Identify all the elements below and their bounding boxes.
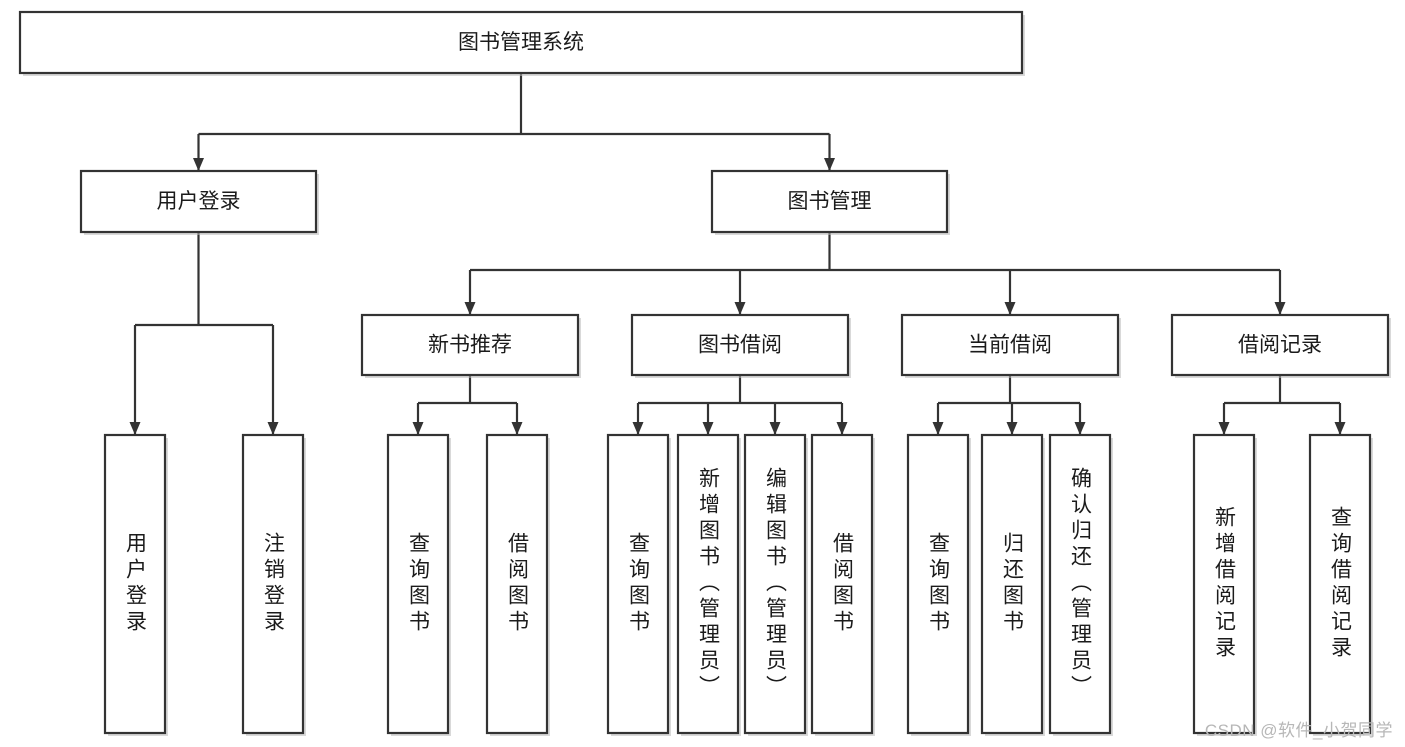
node-box-leaf-re-add[interactable]: [1192, 433, 1256, 735]
node-label-current: 当前借阅: [968, 334, 1052, 357]
connectors-layer: [129, 73, 1346, 435]
connector-arrow: [769, 422, 781, 435]
connector-arrow: [1006, 422, 1018, 435]
connector-arrow: [702, 422, 714, 435]
connector-arrow: [412, 422, 424, 435]
connector-arrow: [511, 422, 523, 435]
connector-arrow: [632, 422, 644, 435]
node-box-leaf-bo-borrow[interactable]: [810, 433, 874, 735]
node-box-borrow[interactable]: [630, 313, 850, 377]
csdn-watermark: CSDN @软件_小贺同学: [1204, 721, 1393, 740]
node-box-login[interactable]: [79, 169, 318, 234]
boxes-layer: [18, 10, 1391, 736]
node-box-root[interactable]: [18, 10, 1024, 75]
node-box-leaf-cu-confirm[interactable]: [1048, 433, 1112, 735]
node-box-leaf-cu-return[interactable]: [980, 433, 1044, 735]
node-box-leaf-bo-edit[interactable]: [743, 433, 807, 735]
node-box-newbook[interactable]: [360, 313, 580, 377]
node-box-records[interactable]: [1170, 313, 1390, 377]
node-box-leaf-re-query[interactable]: [1308, 433, 1372, 735]
node-box-current[interactable]: [900, 313, 1120, 377]
node-label-records: 借阅记录: [1238, 334, 1322, 357]
connector-arrow: [193, 158, 204, 171]
node-label-login: 用户登录: [157, 190, 241, 213]
connector-arrow: [1074, 422, 1086, 435]
connector-arrow: [824, 158, 835, 171]
node-box-leaf-bo-query[interactable]: [606, 433, 670, 735]
node-box-bookmgmt[interactable]: [710, 169, 949, 234]
node-label-bookmgmt: 图书管理: [788, 190, 872, 213]
connector-arrow: [267, 422, 279, 435]
node-box-leaf-user-login[interactable]: [103, 433, 167, 735]
node-label-root: 图书管理系统: [458, 31, 584, 54]
node-box-leaf-user-logout[interactable]: [241, 433, 305, 735]
connector-arrow: [1274, 302, 1286, 315]
connector-arrow: [1334, 422, 1346, 435]
node-box-leaf-nb-query[interactable]: [386, 433, 450, 735]
node-box-leaf-nb-borrow[interactable]: [485, 433, 549, 735]
node-box-leaf-cu-query[interactable]: [906, 433, 970, 735]
connector-arrow: [1004, 302, 1016, 315]
connector-arrow: [464, 302, 476, 315]
node-label-borrow: 图书借阅: [698, 334, 782, 357]
connector-arrow: [129, 422, 141, 435]
connector-arrow: [836, 422, 848, 435]
connector-arrow: [1218, 422, 1230, 435]
connector-arrow: [932, 422, 944, 435]
node-box-leaf-bo-add[interactable]: [676, 433, 740, 735]
connector-arrow: [734, 302, 746, 315]
node-label-newbook: 新书推荐: [428, 334, 512, 357]
